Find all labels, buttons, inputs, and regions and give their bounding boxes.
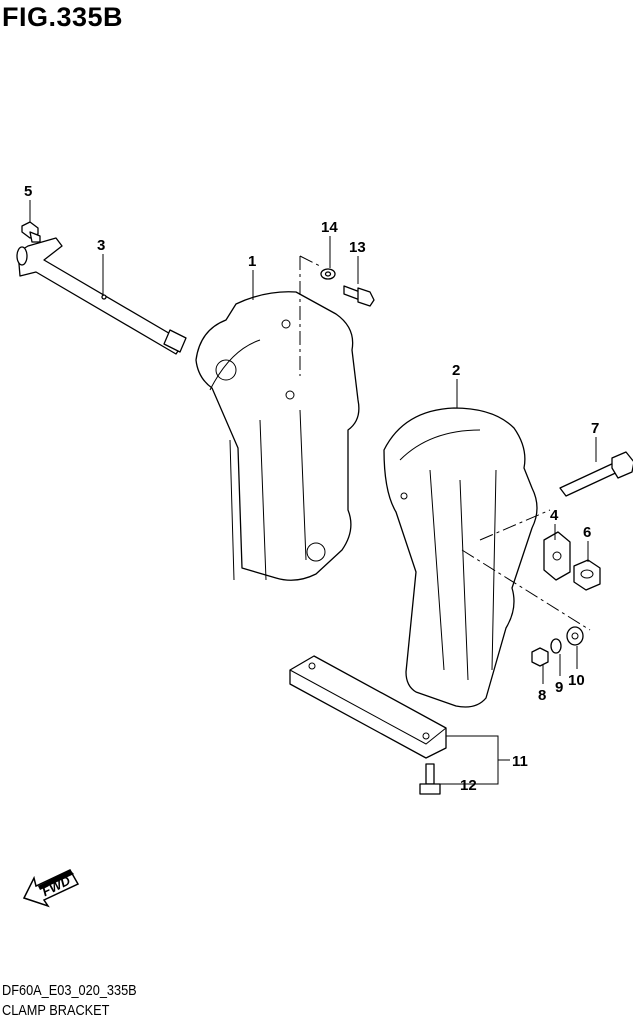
figure-title: FIG.335B (2, 2, 124, 32)
callout-13: 13 (349, 239, 366, 256)
callout-14: 14 (321, 219, 338, 236)
part-5-bolt[interactable] (21, 221, 41, 243)
part-6-nut[interactable] (573, 559, 601, 591)
part-12-bolt[interactable] (419, 763, 441, 795)
drawing-name: CLAMP BRACKET (2, 1002, 110, 1019)
callout-8: 8 (538, 687, 546, 704)
callout-7: 7 (591, 420, 599, 437)
callout-12: 12 (460, 777, 477, 794)
callout-1: 1 (248, 253, 256, 270)
callout-3: 3 (97, 237, 105, 254)
part-7-bolt[interactable] (559, 451, 633, 497)
part-2-clamp-bracket[interactable] (383, 407, 538, 708)
fwd-arrow-icon: FWD (22, 869, 80, 908)
part-4-plate[interactable] (543, 531, 571, 581)
part-1-clamp-bracket[interactable] (195, 291, 360, 581)
callout-9: 9 (555, 679, 563, 696)
part-11-plate[interactable] (289, 655, 447, 759)
part-10-washer[interactable] (566, 626, 584, 646)
part-14-washer[interactable] (320, 268, 336, 280)
part-13-bolt[interactable] (343, 285, 375, 307)
callout-5: 5 (24, 183, 32, 200)
callout-6: 6 (583, 524, 591, 541)
part-9-washer[interactable] (550, 638, 562, 654)
callout-10: 10 (568, 672, 585, 689)
leader-lines (29, 200, 597, 785)
drawing-code: DF60A_E03_020_335B (2, 982, 137, 999)
part-3-tilt-shaft[interactable] (16, 237, 187, 355)
part-8-nut[interactable] (531, 647, 549, 667)
callout-4: 4 (550, 507, 559, 524)
callout-2: 2 (452, 362, 460, 379)
callout-11: 11 (512, 753, 528, 770)
